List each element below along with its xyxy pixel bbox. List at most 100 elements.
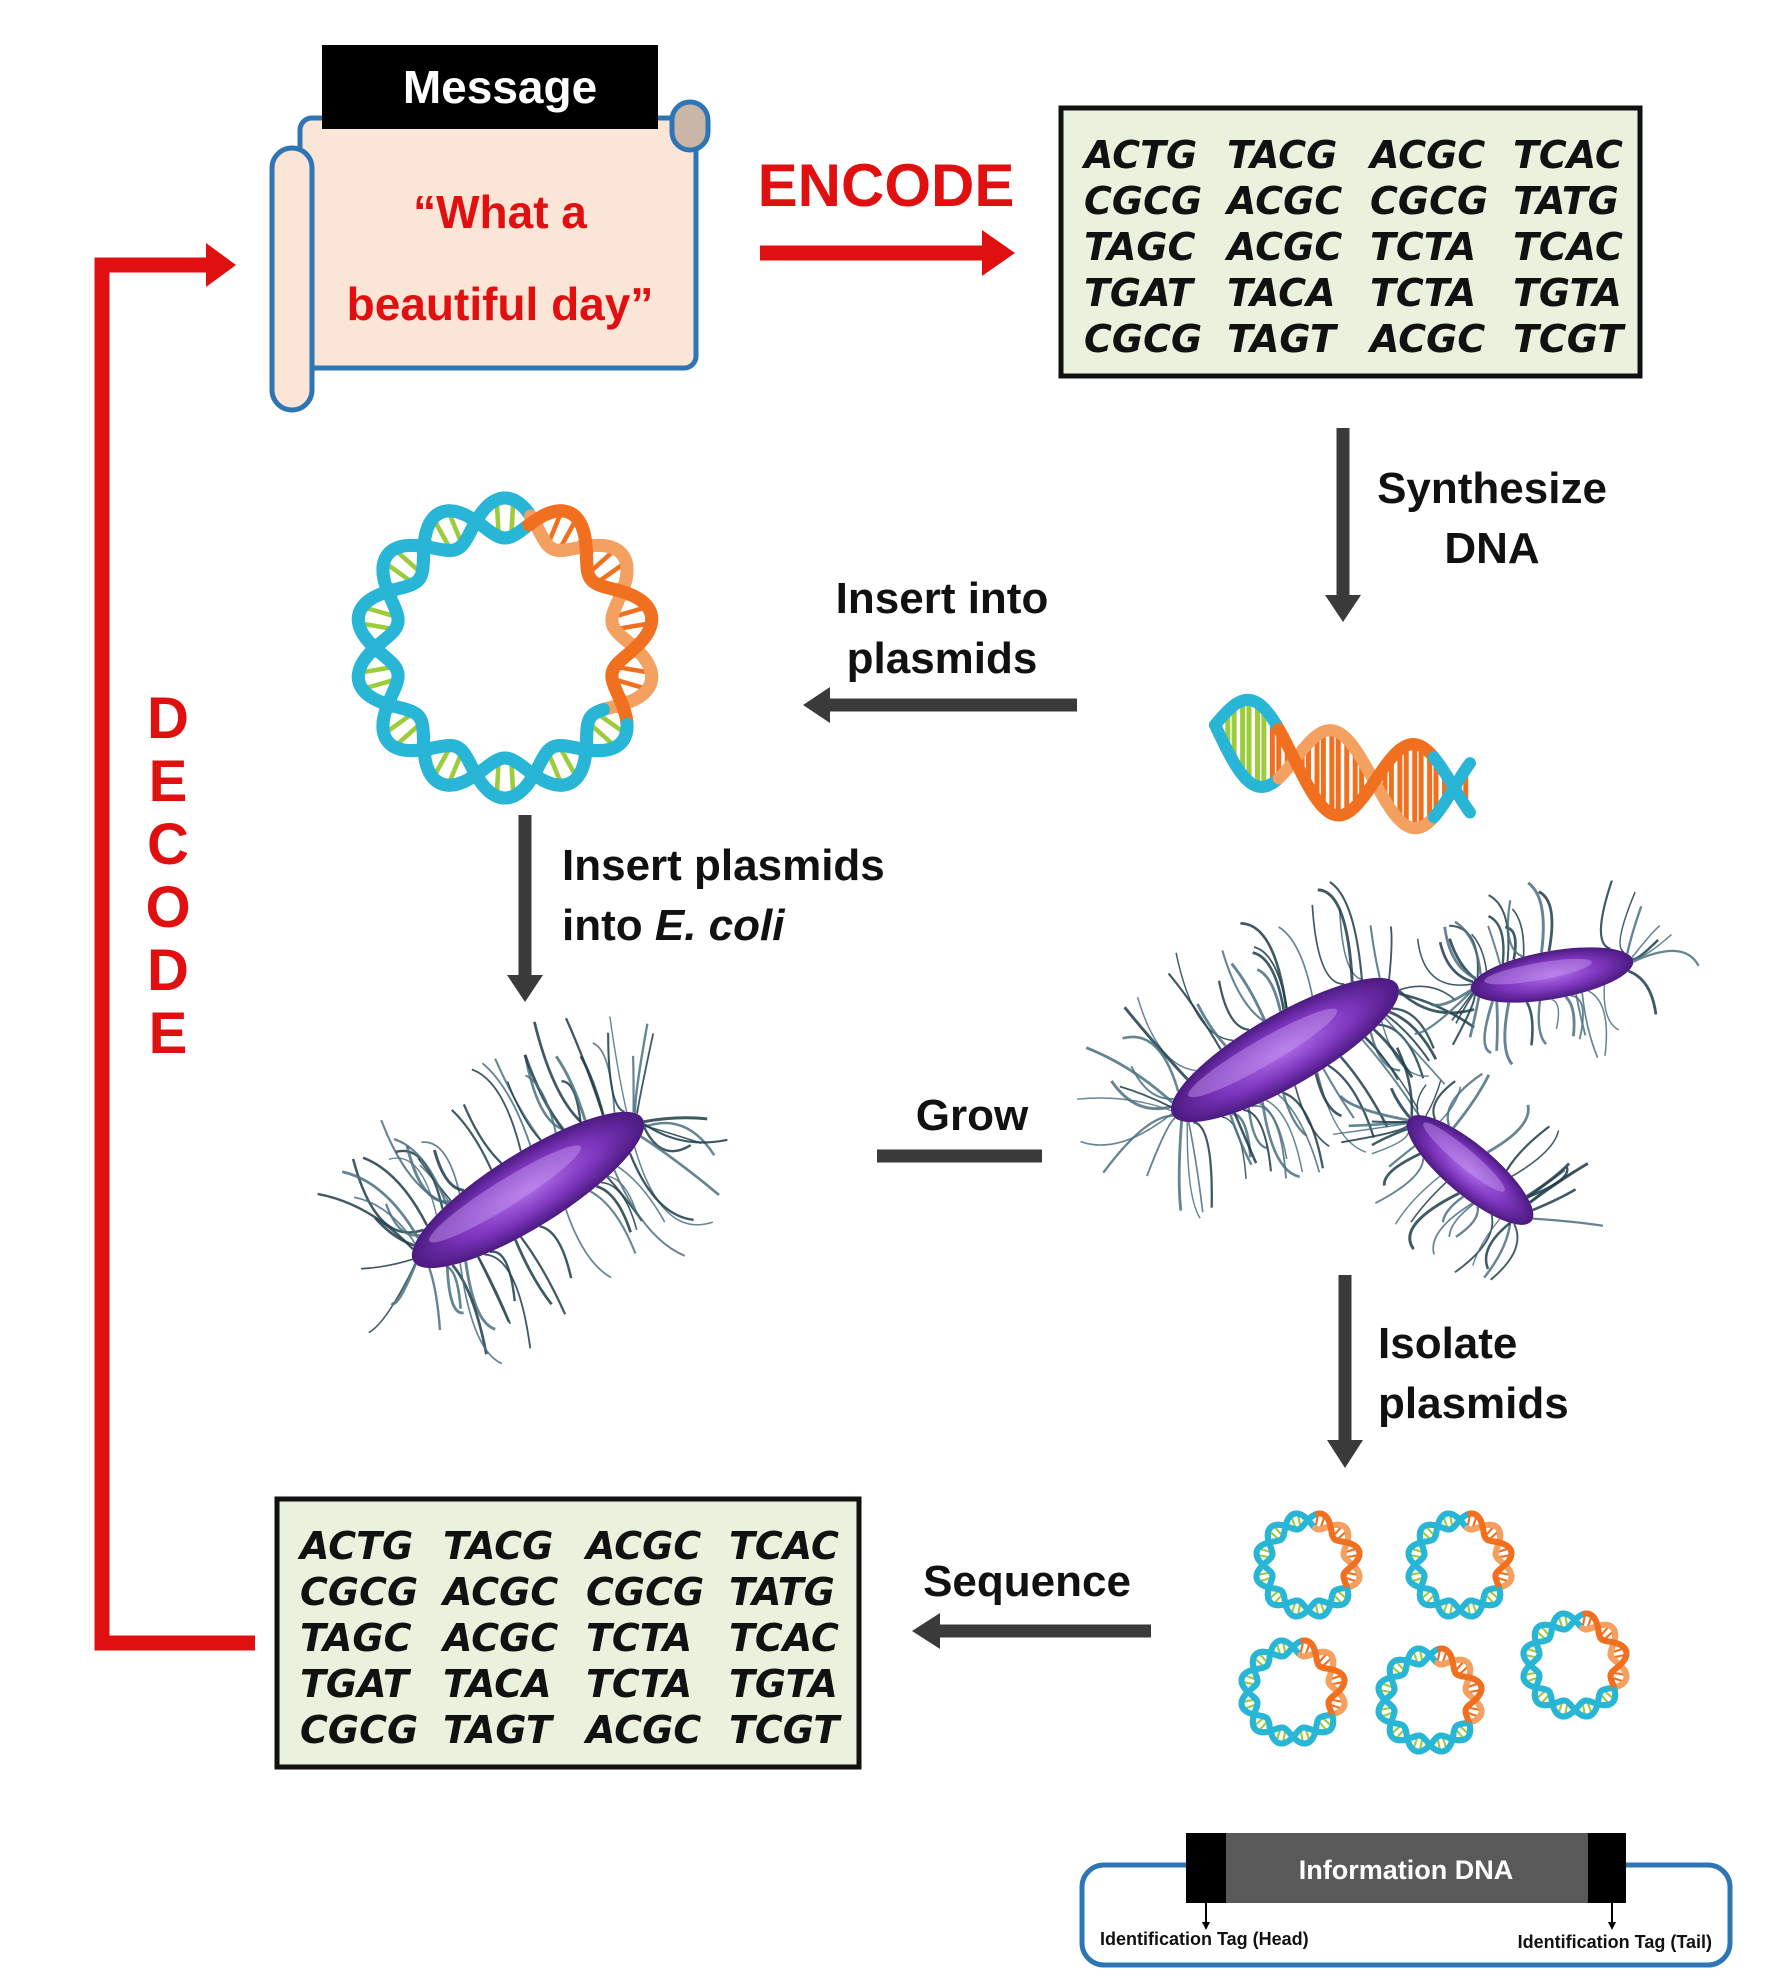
insert-plasmids-label-1: Insert into (836, 574, 1049, 623)
top-sequence-cell: TAGC (1084, 225, 1196, 269)
top-sequence-cell: CGCG (1370, 179, 1488, 223)
top-sequence-cell: TACG (1227, 133, 1337, 177)
small-plasmid (1238, 1637, 1348, 1747)
insert-ecoli-label-1: Insert plasmids (562, 841, 885, 890)
bottom-sequence-cell: CGCG (300, 1708, 418, 1752)
information-dna-label: Information DNA (1299, 1855, 1513, 1885)
message-line-2: beautiful day” (347, 278, 654, 330)
message-line-1: “What a (413, 186, 587, 238)
flagella (317, 1016, 728, 1365)
bottom-sequence-cell: ACTG (297, 1524, 413, 1568)
top-sequence-cell: TGAT (1084, 271, 1196, 315)
dna-strand-segment (1335, 1688, 1342, 1695)
decode-letter: O (145, 875, 190, 940)
bottom-sequence-cell: TACA (443, 1662, 552, 1706)
bottom-sequence-cell: TCGT (729, 1708, 842, 1752)
synthesize-label-2: DNA (1444, 524, 1539, 573)
bottom-sequence-cell: CGCG (586, 1570, 704, 1614)
top-sequence-cell: ACGC (1224, 179, 1342, 223)
dna-strand-segment (1461, 803, 1476, 819)
flagella (1414, 880, 1700, 1066)
decode-letter: E (149, 1001, 188, 1066)
message-scroll: Message “What a beautiful day” (269, 45, 711, 413)
sequence-step-label: Sequence (923, 1557, 1131, 1606)
bottom-sequence-cell: ACGC (440, 1616, 558, 1660)
encode-label: ENCODE (758, 152, 1015, 219)
bottom-sequence-cell: TAGT (443, 1708, 555, 1752)
bacterium-body (1170, 977, 1400, 1123)
tail-tag-label: Identification Tag (Tail) (1518, 1932, 1712, 1952)
top-sequence-cell: ACGC (1367, 133, 1485, 177)
sequence-arrow (912, 1613, 1151, 1649)
top-sequence-cell: ACGC (1367, 317, 1485, 361)
top-sequence-cell: TATG (1513, 179, 1619, 223)
isolate-label-1: Isolate (1378, 1319, 1517, 1368)
small-plasmid (1253, 1510, 1363, 1620)
information-dna-block (1226, 1833, 1588, 1903)
synthesize-arrow (1325, 428, 1361, 622)
bottom-sequence-cell: TGAT (300, 1662, 412, 1706)
decode-letter: D (147, 938, 189, 1003)
bottom-sequence-cell: TACG (443, 1524, 553, 1568)
top-sequence-cell: ACTG (1081, 133, 1197, 177)
ecoli-bacterium-large (1077, 881, 1475, 1219)
ecoli-bacterium (317, 1016, 728, 1365)
top-sequence-cell: TGTA (1513, 271, 1622, 315)
bottom-sequence-cell: CGCG (300, 1570, 418, 1614)
bacterium-body (1406, 1115, 1534, 1225)
dna-strand-segment (1350, 1561, 1357, 1568)
bottom-sequence-cell: TCTA (586, 1662, 692, 1706)
ecoli-bacterium-small (1332, 1047, 1604, 1281)
bottom-sequence-cell: TCAC (729, 1616, 839, 1660)
top-sequence-cell: TCAC (1513, 225, 1623, 269)
insert-ecoli-arrow (507, 815, 543, 1002)
isolate-label-2: plasmids (1378, 1379, 1569, 1428)
encode-arrow (760, 230, 1015, 276)
bottom-sequence-cell: TCAC (729, 1524, 839, 1568)
plasmid-legend: Information DNA Identification Tag (Head… (1079, 1833, 1733, 1968)
dna-strand-segment (1617, 1661, 1624, 1668)
bottom-sequence-cell: TATG (729, 1570, 835, 1614)
insert-ecoli-label-2: into E. coli (562, 901, 785, 950)
decode-letter: C (147, 812, 189, 877)
top-sequence-cell: TCGT (1513, 317, 1626, 361)
plasmid-large (351, 491, 659, 805)
bottom-sequence-cell: TGTA (729, 1662, 838, 1706)
bottom-sequence-cell: TAGC (300, 1616, 412, 1660)
bottom-sequence-cell: ACGC (583, 1524, 701, 1568)
top-sequence-cell: TCTA (1370, 271, 1476, 315)
top-sequence-cell: CGCG (1084, 317, 1202, 361)
linear-dna-helix (1209, 693, 1476, 835)
dna-strand-segment (1502, 1561, 1509, 1568)
message-header: Message (403, 61, 597, 113)
bacterium-body (1470, 947, 1634, 1003)
bottom-sequence-cell: ACGC (440, 1570, 558, 1614)
dna-strand-segment (1472, 1696, 1479, 1703)
small-plasmid (1375, 1645, 1485, 1755)
top-sequence-cell: TAGT (1227, 317, 1339, 361)
bottom-sequence-cell: TCTA (586, 1616, 692, 1660)
insert-plasmids-label-2: plasmids (847, 634, 1038, 683)
insert-plasmids-arrow (803, 687, 1077, 723)
dna-strand-segment (628, 639, 644, 655)
decode-letter: D (147, 686, 189, 751)
top-sequence-cell: TCTA (1370, 225, 1476, 269)
synthesize-label-1: Synthesize (1377, 464, 1607, 513)
small-plasmid (1405, 1510, 1515, 1620)
isolate-arrow (1327, 1275, 1363, 1468)
flagella (1332, 1047, 1604, 1281)
message-header-bar (322, 45, 658, 129)
grow-label: Grow (916, 1091, 1029, 1140)
decode-letter: E (149, 749, 188, 814)
decode-arrow (94, 243, 255, 1651)
dna-strand-segment (1461, 757, 1476, 773)
plasmid-helix (351, 491, 659, 805)
bacterium-body (411, 1111, 645, 1269)
top-sequence-cell: TCAC (1513, 133, 1623, 177)
bottom-sequence-cell: ACGC (583, 1708, 701, 1752)
top-sequence-cell: CGCG (1084, 179, 1202, 223)
ecoli-bacterium-small (1414, 880, 1700, 1066)
